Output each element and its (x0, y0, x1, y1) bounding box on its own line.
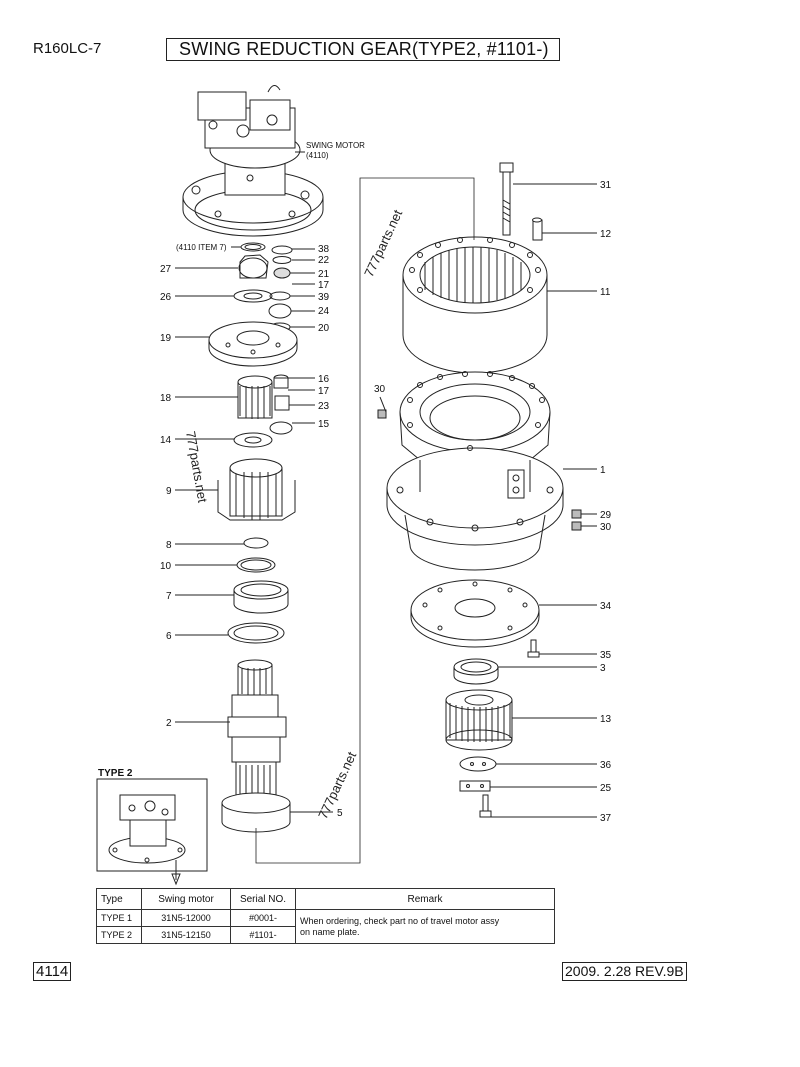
part-label-11: 11 (600, 287, 611, 298)
part-label-39: 39 (318, 292, 330, 303)
part-label-20: 20 (318, 323, 330, 334)
part-label-26: 26 (160, 292, 172, 303)
part-label-8: 8 (166, 540, 172, 551)
part-label-15: 15 (318, 419, 330, 430)
watermark: 777parts.net (361, 207, 405, 279)
part-label-9: 9 (166, 486, 172, 497)
watermark: 777parts.net (183, 430, 210, 504)
part-label-1: 1 (600, 465, 606, 476)
part-label-5: 5 (337, 808, 343, 819)
housing-drawing (386, 371, 564, 571)
cell-remark: When ordering, check part no of travel m… (295, 909, 555, 944)
part-label-17b: 17 (318, 386, 330, 397)
part-label-3: 3 (600, 663, 606, 674)
part-label-37: 37 (600, 813, 612, 824)
page-number: 4114 (33, 962, 72, 981)
part-label-36: 36 (600, 760, 612, 771)
part-label-22: 22 (318, 255, 330, 266)
cell-motor: 31N5-12000 (141, 909, 231, 927)
column-header-motor: Swing motor (141, 888, 231, 910)
ring-gear-drawing (402, 236, 548, 374)
type2-label: TYPE 2 (98, 768, 133, 779)
planet-stage-1-drawing (208, 242, 298, 367)
part-label-34: 34 (600, 601, 612, 612)
part-label-18: 18 (160, 393, 172, 404)
part-label-24: 24 (318, 306, 330, 317)
part-label-7: 7 (166, 591, 172, 602)
type2-motor-thumbnail (108, 794, 186, 864)
part-label-17: 17 (318, 280, 330, 291)
swing-motor-label: SWING MOTOR (306, 141, 365, 150)
cell-serial: #1101- (230, 926, 296, 944)
item7-ref: (4110 ITEM 7) (176, 243, 227, 252)
part-label-10: 10 (160, 561, 172, 572)
part-label-14: 14 (160, 435, 172, 446)
part-label-21: 21 (318, 269, 330, 280)
part-label-25: 25 (600, 783, 612, 794)
part-label-23: 23 (318, 401, 330, 412)
pinion-shaft-drawing (221, 659, 291, 833)
column-header-type: Type (96, 888, 142, 910)
planet-stage-2-drawing (233, 374, 293, 448)
part-label-27: 27 (160, 264, 172, 275)
carrier-drawing (217, 458, 296, 521)
table-row: TYPE 1 31N5-12000 #0001- When ordering, … (96, 909, 555, 944)
model-code: R160LC-7 (33, 40, 102, 57)
part-label-2: 2 (166, 718, 172, 729)
swing-motor-drawing (182, 85, 324, 237)
drive-gear-drawing (445, 689, 513, 751)
cell-motor: 31N5-12150 (141, 926, 231, 944)
cell-type: TYPE 1 (96, 909, 142, 927)
revision-date: 2009. 2.28 REV.9B (562, 962, 687, 981)
part-label-6: 6 (166, 631, 172, 642)
part-label-19: 19 (160, 333, 172, 344)
part-label-16: 16 (318, 374, 330, 385)
cell-type: TYPE 2 (96, 926, 142, 944)
remark-line-2: on name plate. (300, 926, 360, 937)
part-label-12: 12 (600, 229, 612, 240)
swing-motor-table: Type Swing motor Serial NO. Remark TYPE … (96, 888, 555, 944)
table-header-row: Type Swing motor Serial NO. Remark (96, 888, 555, 910)
part-label-35: 35 (600, 650, 612, 661)
part-label-38: 38 (318, 244, 330, 255)
cell-serial: #0001- (230, 909, 296, 927)
page-title: SWING REDUCTION GEAR(TYPE2, #1101-) (166, 38, 560, 61)
table-row: TYPE 2 31N5-12150 #1101- (96, 926, 555, 944)
part-label-13: 13 (600, 714, 612, 725)
part-label-30a: 30 (374, 384, 386, 395)
remark-line-1: When ordering, check part no of travel m… (300, 915, 500, 926)
column-header-serial: Serial NO. (230, 888, 296, 910)
part-label-31: 31 (600, 180, 612, 191)
part-label-29: 29 (600, 510, 612, 521)
part-label-30b: 30 (600, 522, 612, 533)
swing-motor-ref: (4110) (306, 151, 329, 160)
column-header-remark: Remark (295, 888, 555, 910)
